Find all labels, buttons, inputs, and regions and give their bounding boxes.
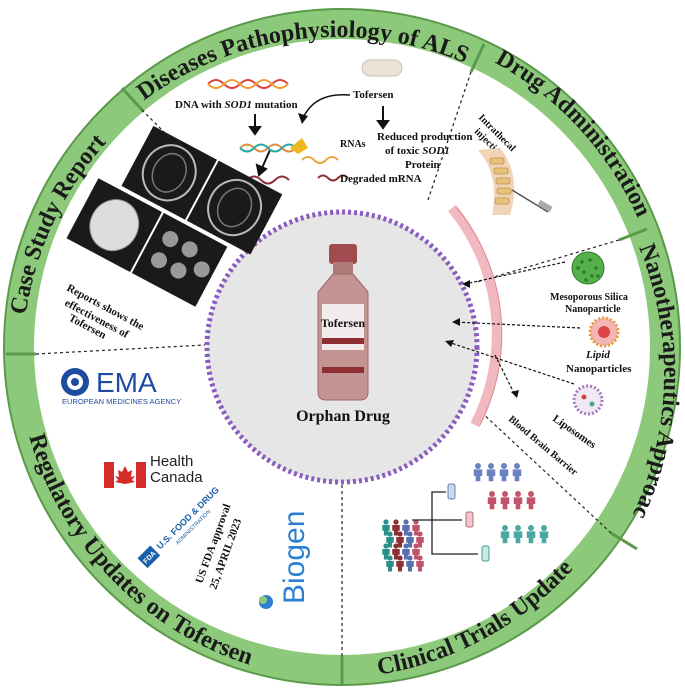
- biogen-logo-text: Biogen: [278, 511, 311, 604]
- reduced-line-1: Reduced production: [377, 131, 472, 143]
- person-icon: [417, 555, 423, 561]
- person-icon: [406, 561, 414, 572]
- biogen-logo: Biogen: [259, 511, 311, 609]
- rnas-label: RNAs: [340, 139, 366, 150]
- person-icon: [488, 463, 494, 469]
- liposome-icon: [572, 384, 604, 416]
- rna-strand-icon: [239, 143, 349, 185]
- person-icon: [393, 543, 399, 549]
- lipid-label-2: Nanoparticles: [566, 363, 632, 375]
- person-icon: [539, 531, 549, 544]
- person-icon: [416, 561, 424, 572]
- dna-icon: [207, 79, 289, 89]
- person-icon: [513, 497, 523, 510]
- person-icon: [407, 531, 413, 537]
- dna-label: DNA with SOD1 mutation: [175, 99, 298, 111]
- patient-crowd-icon: [382, 519, 424, 572]
- person-icon: [383, 519, 389, 525]
- nano-arrowheads: [445, 280, 519, 398]
- person-icon: [502, 491, 508, 497]
- hc-line-2: Canada: [150, 469, 203, 486]
- person-icon: [403, 543, 409, 549]
- pill-icon: [361, 59, 403, 77]
- reduced-line-2: of toxic SOD1: [385, 145, 450, 157]
- reduced-line-3: Protein: [405, 159, 440, 171]
- vial-small-icons: [447, 483, 490, 562]
- health-canada-logo: Health Canada: [104, 453, 203, 488]
- person-icon: [541, 525, 547, 531]
- person-icon: [475, 463, 481, 469]
- person-icon: [387, 531, 393, 537]
- person-icon: [417, 531, 423, 537]
- person-icon: [513, 531, 523, 544]
- person-icon: [512, 469, 522, 482]
- person-icon: [407, 555, 413, 561]
- person-icon: [501, 463, 507, 469]
- person-icon: [515, 525, 521, 531]
- person-icon: [413, 543, 419, 549]
- person-icon: [386, 561, 394, 572]
- person-icon: [387, 555, 393, 561]
- mri-scan-images: [66, 125, 283, 307]
- person-icon: [500, 531, 510, 544]
- ring-dividers: [6, 43, 648, 686]
- person-icon: [515, 491, 521, 497]
- nano-arrows: [447, 261, 581, 396]
- blood-brain-barrier: [448, 204, 502, 428]
- person-icon: [499, 469, 509, 482]
- silica-label-2: Nanoparticle: [565, 304, 621, 315]
- person-icon: [403, 519, 409, 525]
- hc-line-1: Health: [150, 453, 193, 470]
- arrow-curve-icon: [302, 93, 351, 119]
- person-icon: [528, 491, 534, 497]
- drug-name-label: Tofersen: [353, 89, 394, 101]
- person-icon: [396, 561, 404, 572]
- vial-label: Tofersen: [321, 316, 366, 330]
- person-icon: [397, 555, 403, 561]
- degraded-label: Degraded mRNA: [340, 173, 422, 185]
- person-icon: [383, 543, 389, 549]
- person-icon: [526, 497, 536, 510]
- trial-arms-icon: [473, 463, 549, 544]
- person-icon: [528, 525, 534, 531]
- arrow-down-icon: [248, 106, 390, 177]
- center-caption: Orphan Drug: [296, 408, 390, 425]
- person-icon: [502, 525, 508, 531]
- person-icon: [489, 491, 495, 497]
- person-icon: [487, 497, 497, 510]
- drug-molecule-icon: [290, 138, 308, 154]
- ema-subtitle: EUROPEAN MEDICINES AGENCY: [62, 397, 181, 406]
- person-icon: [486, 469, 496, 482]
- person-icon: [473, 469, 483, 482]
- lipid-label-1: Lipid: [585, 349, 610, 361]
- lipid-nanoparticle-icon: [588, 316, 620, 348]
- ema-logo-text: EMA: [96, 367, 157, 398]
- person-icon: [393, 519, 399, 525]
- trial-branch-lines: [412, 491, 478, 555]
- silica-label-1: Mesoporous Silica: [550, 292, 628, 303]
- spine-injection-icon: [478, 148, 553, 215]
- person-icon: [526, 531, 536, 544]
- maple-leaf-icon: [115, 466, 135, 484]
- person-icon: [500, 497, 510, 510]
- person-icon: [514, 463, 520, 469]
- ema-logo: EMA EUROPEAN MEDICINES AGENCY: [61, 367, 181, 406]
- person-icon: [397, 531, 403, 537]
- person-icon: [413, 519, 419, 525]
- vial-icon: [317, 244, 369, 401]
- silica-nanoparticle-icon: [571, 251, 605, 285]
